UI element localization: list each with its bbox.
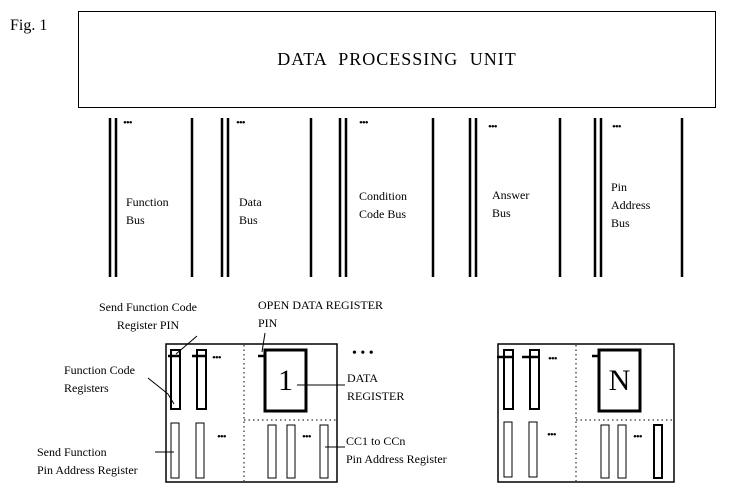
module-n-box [497, 343, 675, 483]
function-code-register [503, 349, 514, 410]
module-1-cc-ellipsis: ••• [302, 431, 312, 443]
data-bus-ellipsis: ••• [236, 117, 246, 129]
module-1-register-ellipsis: ••• [212, 352, 222, 364]
condition-code-bus-ellipsis: ••• [359, 117, 369, 129]
cc-pin-address-register [653, 424, 663, 479]
function-code-register [529, 349, 540, 410]
function-bus-ellipsis: ••• [123, 117, 133, 129]
module-1-pin-ellipsis: ••• [217, 431, 227, 443]
open-data-register-label: OPEN DATA REGISTER PIN [258, 298, 384, 330]
cc-pin-address-label: CC1 to CCn Pin Address Register [346, 434, 447, 466]
pin-address-register [503, 421, 513, 478]
module-1-box [165, 343, 338, 483]
data-bus-label: Data Bus [239, 195, 262, 227]
modules-ellipsis: • • • [352, 346, 374, 361]
cc-pin-address-register [617, 424, 627, 479]
unit-title: DATA PROCESSING UNIT [277, 49, 517, 69]
data-register-n [597, 348, 642, 413]
function-code-register [170, 349, 181, 410]
function-code-register [196, 349, 207, 410]
module-n-pin-ellipsis: ••• [547, 429, 557, 441]
function-bus-label: Function Bus [126, 195, 169, 227]
figure-label: Fig. 1 [10, 17, 48, 34]
pin-address-bus-ellipsis: ••• [612, 121, 622, 133]
function-code-registers-label: Function Code Registers [64, 363, 135, 395]
condition-code-bus-label: Condition Code Bus [359, 189, 408, 221]
data-register-label: DATA REGISTER [347, 371, 405, 403]
pin-address-register [195, 422, 205, 479]
cc-pin-address-register [286, 424, 296, 479]
module-1-number: 1 [278, 364, 293, 397]
pin-address-register [528, 421, 538, 478]
leader-send-function-code [175, 335, 198, 355]
module-n-number: N [608, 364, 631, 397]
leader-open-data-register [261, 332, 266, 353]
module-n-register-ellipsis: ••• [548, 353, 558, 365]
leader-function-code [167, 393, 175, 405]
module-n-cc-ellipsis: ••• [633, 431, 643, 443]
answer-bus-ellipsis: ••• [488, 121, 498, 133]
pin-address-bus-label: Pin Address Bus [611, 180, 651, 230]
cc-pin-address-register [600, 424, 610, 479]
pin-address-register [170, 422, 180, 479]
cc-pin-address-register [267, 424, 277, 479]
leader-function-code [147, 377, 169, 395]
send-function-code-label: Send Function Code Register PIN [99, 300, 197, 332]
data-processing-unit: DATA PROCESSING UNIT [78, 11, 716, 108]
cc-pin-address-register [319, 424, 329, 479]
answer-bus-label: Answer Bus [492, 188, 530, 220]
send-function-pin-label: Send Function Pin Address Register [37, 445, 138, 477]
data-register-1 [263, 348, 308, 413]
